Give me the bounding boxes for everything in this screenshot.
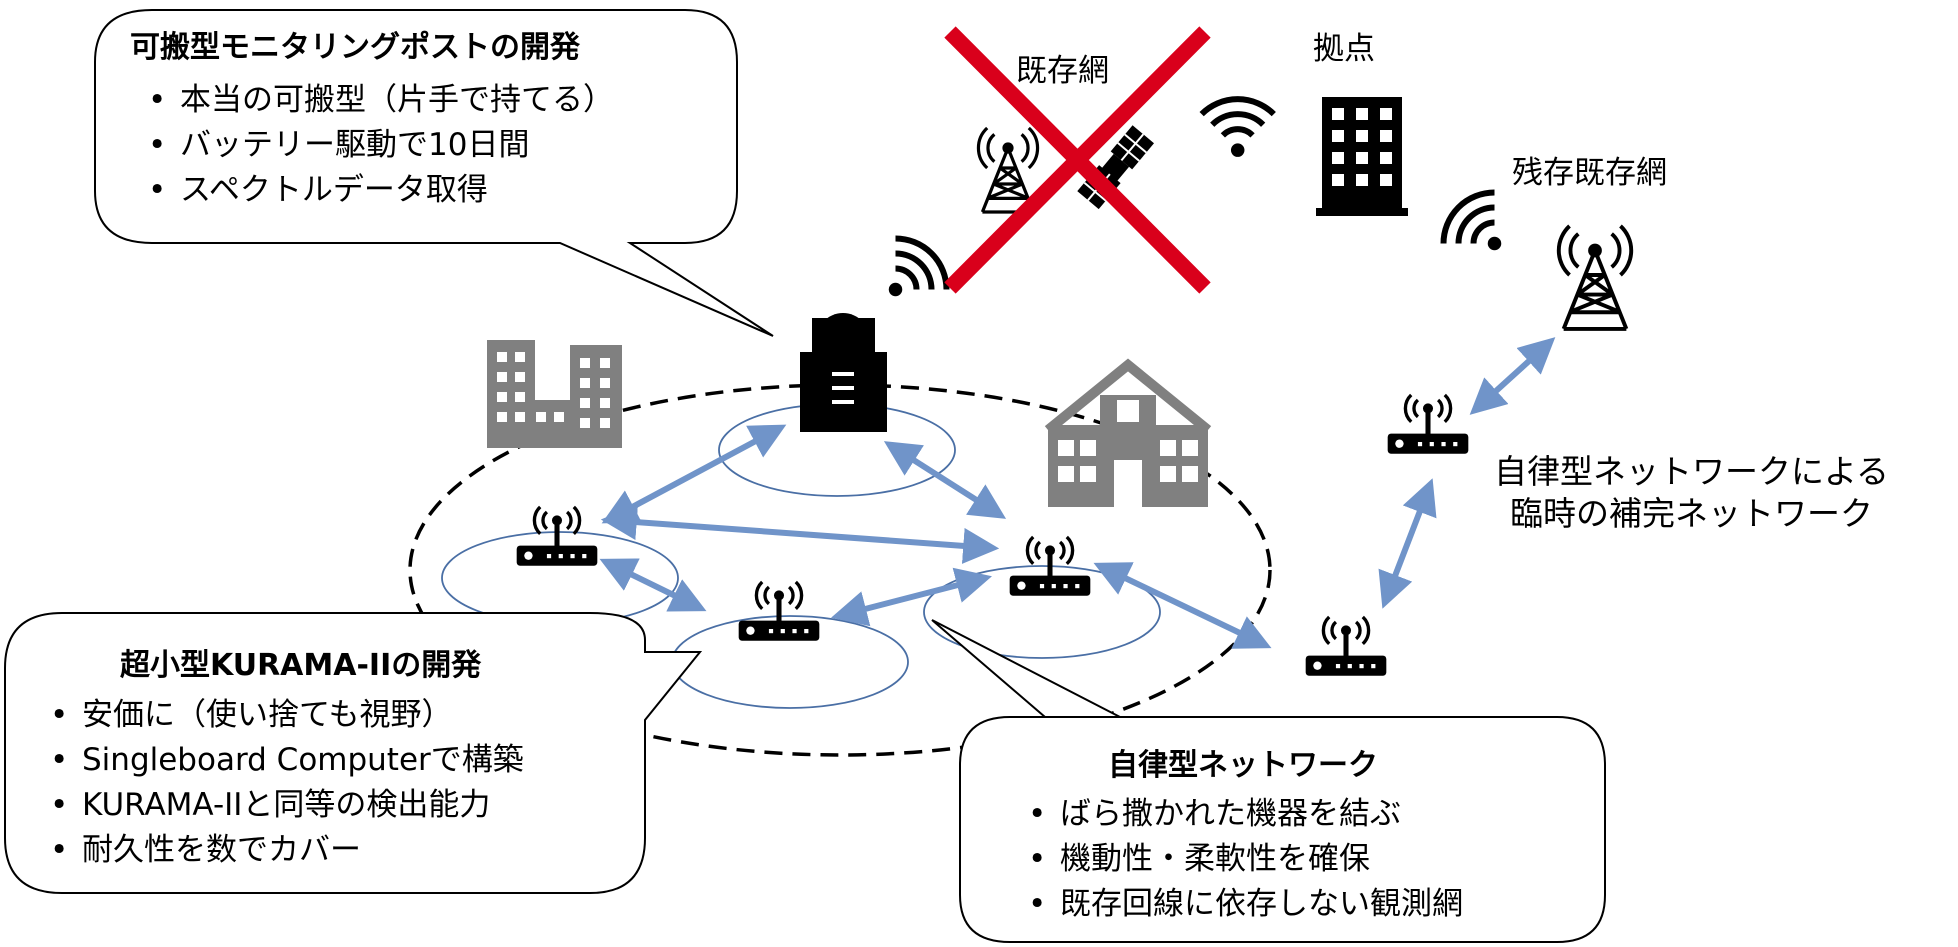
callout-network-list: ばら撒かれた機器を結ぶ 機動性・柔軟性を確保 既存回線に依存しない観測網 [1020,792,1463,927]
link-arrow [600,504,1000,564]
link-arrow [1093,562,1272,649]
router-icon [1304,615,1388,678]
callout-kurama-title: 超小型KURAMA-IIの開発 [120,648,482,683]
temp-network-label-line2: 臨時の補完ネットワーク [1510,494,1873,533]
link-arrow [601,424,787,524]
wifi-signal-icon [1197,78,1279,160]
wifi-signal-icon [889,239,947,297]
wifi-signal-icon [1444,193,1502,251]
link-arrow [1378,478,1437,609]
callout-portable-title: 可搬型モニタリングポストの開発 [130,30,580,65]
list-item: 機動性・柔軟性を確保 [1020,837,1463,882]
callout-network-title: 自律型ネットワーク [1108,748,1378,783]
list-item: 本当の可搬型（片手で持てる） [140,78,614,123]
temp-network-label-line1: 自律型ネットワークによる [1494,452,1890,491]
list-item: ばら撒かれた機器を結ぶ [1020,792,1463,837]
router-icon [1386,393,1470,456]
link-arrows [599,337,1556,649]
base-building-icon [1316,97,1408,216]
base-label: 拠点 [1313,31,1375,67]
list-item: バッテリー駆動で10日間 [140,123,614,168]
existing-network-label: 既存網 [1016,53,1109,89]
list-item: 安価に（使い捨ても視野） [42,693,524,738]
link-arrow [883,441,1007,519]
list-item: Singleboard Computerで構築 [42,738,524,783]
callout-portable-list: 本当の可搬型（片手で持てる） バッテリー駆動で10日間 スペクトルデータ取得 [140,78,614,213]
remaining-network-label: 残存既存網 [1512,155,1667,191]
list-item: 既存回線に依存しない観測網 [1020,882,1463,927]
link-arrow [831,567,992,627]
list-item: 耐久性を数でカバー [42,828,524,873]
router-icon [737,580,821,643]
antenna-tower-icon [1559,226,1631,329]
link-arrow [599,558,707,612]
list-item: KURAMA-IIと同等の検出能力 [42,783,524,828]
callout-kurama-list: 安価に（使い捨ても視野） Singleboard Computerで構築 KUR… [42,693,524,873]
list-item: スペクトルデータ取得 [140,168,614,213]
cross-mark-icon [944,26,1211,294]
monitoring-post-icon [800,313,887,432]
router-icon [515,505,599,568]
school-building-icon [1044,358,1212,507]
link-arrow [1469,337,1556,415]
office-building-icon [487,340,622,448]
